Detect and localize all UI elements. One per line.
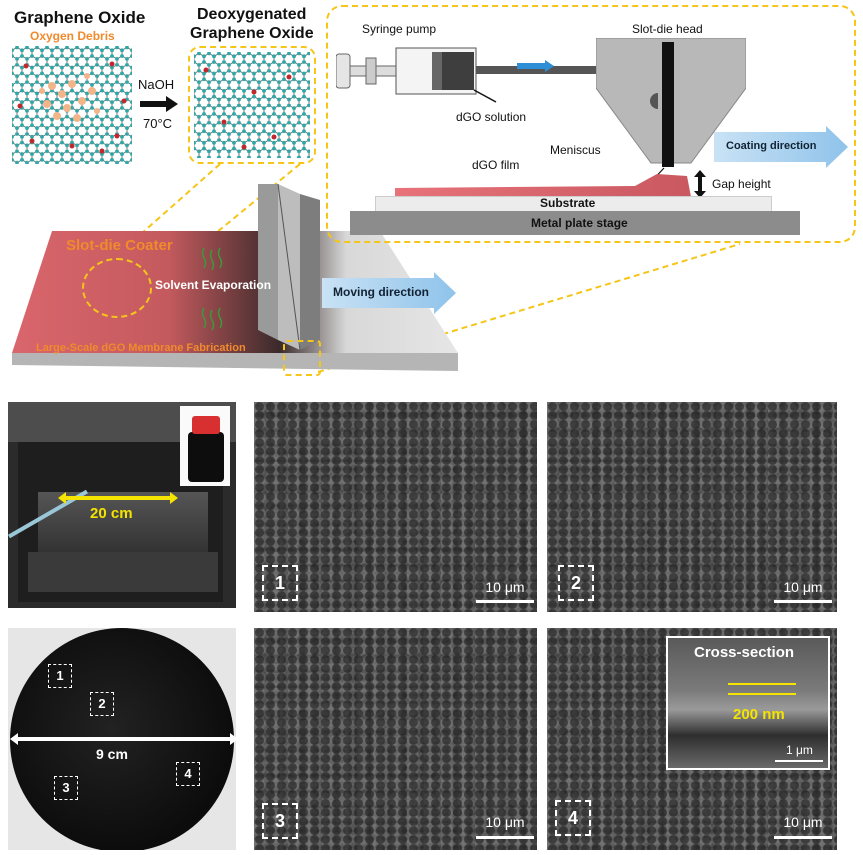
reaction-temp: 70°C: [143, 116, 173, 131]
machine-width-label: 20 cm: [90, 505, 133, 522]
dgo-bottle: [188, 432, 224, 482]
cross-section-inset: [666, 636, 830, 770]
sem-panel-3: [254, 628, 537, 850]
coating-direction-arrow: [714, 126, 848, 168]
slot-die-head-3d: [258, 183, 320, 351]
dgo-title-line2: Graphene Oxide: [190, 25, 314, 42]
membrane-spot-1: 1: [48, 664, 72, 688]
dgo-film-layer: [395, 174, 691, 197]
solvent-label: Solvent Evaporation: [155, 278, 272, 292]
fabrication-label: Large-Scale dGO Membrane Fabrication: [36, 342, 246, 354]
moving-direction-arrow: [322, 272, 456, 314]
flow-arrow-icon: [517, 60, 554, 72]
sem-panel-1: [254, 402, 537, 612]
sem-panel-3-number: 3: [262, 803, 298, 839]
slotdie-inset-frame: [326, 5, 856, 243]
sem-panel-4-scale: 10 μm: [783, 814, 823, 830]
sem-panel-2-number: 2: [558, 565, 594, 601]
membrane-spot-3: 3: [54, 776, 78, 800]
membrane-diameter-label: 9 cm: [96, 746, 128, 762]
evaporation-waves-icon: [201, 247, 223, 331]
coating-label: Coating direction: [726, 140, 817, 152]
metal-stage: [350, 211, 800, 235]
sem-panel-4-number: 4: [555, 800, 591, 836]
graphene-oxide-lattice: [12, 46, 132, 164]
syringe-pump-icon: [336, 47, 646, 103]
diameter-measure-arrow: [10, 733, 238, 745]
stage-label: Metal plate stage: [531, 216, 628, 230]
substrate-label: Substrate: [540, 196, 596, 210]
width-measure-arrow: [58, 492, 178, 504]
cross-section-scalebar: [775, 760, 823, 762]
sem-panel-3-scale: 10 μm: [485, 814, 525, 830]
thickness-label: 200 nm: [733, 706, 785, 723]
syringe-label: Syringe pump: [362, 22, 437, 36]
thickness-line-bottom: [728, 693, 796, 695]
coater-label: Slot-die Coater: [66, 237, 173, 254]
thickness-line-top: [728, 683, 796, 685]
nozzle-callout-box: [283, 340, 321, 376]
moving-label: Moving direction: [333, 285, 429, 299]
dgo-lattice: [194, 52, 310, 158]
sem-panel-4-scalebar: [774, 836, 832, 839]
sem-panel-1-scale: 10 μm: [485, 579, 525, 595]
sem-panel-1-number: 1: [262, 565, 298, 601]
slotdie-head-label: Slot-die head: [632, 22, 703, 36]
gap-label: Gap height: [712, 177, 771, 191]
meniscus-label: Meniscus: [550, 143, 601, 157]
go-subtitle: Oxygen Debris: [30, 29, 115, 43]
sem-panel-1-scalebar: [476, 600, 534, 603]
reaction-arrow-icon: [140, 96, 178, 112]
coater-machine-photo: [8, 402, 236, 608]
solution-label: dGO solution: [456, 110, 527, 124]
sem-panel-3-scalebar: [476, 836, 534, 839]
reaction-reagent: NaOH: [138, 77, 175, 92]
film-label: dGO film: [472, 158, 520, 172]
dgo-title-line1: Deoxygenated: [197, 6, 307, 23]
cross-section-title: Cross-section: [694, 644, 795, 661]
coater-callout-circle: [82, 258, 152, 318]
sem-panel-2: [547, 402, 837, 612]
membrane-spot-4: 4: [176, 762, 200, 786]
membrane-spot-2: 2: [90, 692, 114, 716]
dgo-lattice-frame: [188, 46, 316, 164]
sem-panel-2-scalebar: [774, 600, 832, 603]
sem-panel-2-scale: 10 μm: [783, 579, 823, 595]
gap-arrow-icon: [694, 170, 706, 198]
cross-section-scale: 1 μm: [786, 743, 813, 757]
go-title: Graphene Oxide: [14, 8, 146, 27]
